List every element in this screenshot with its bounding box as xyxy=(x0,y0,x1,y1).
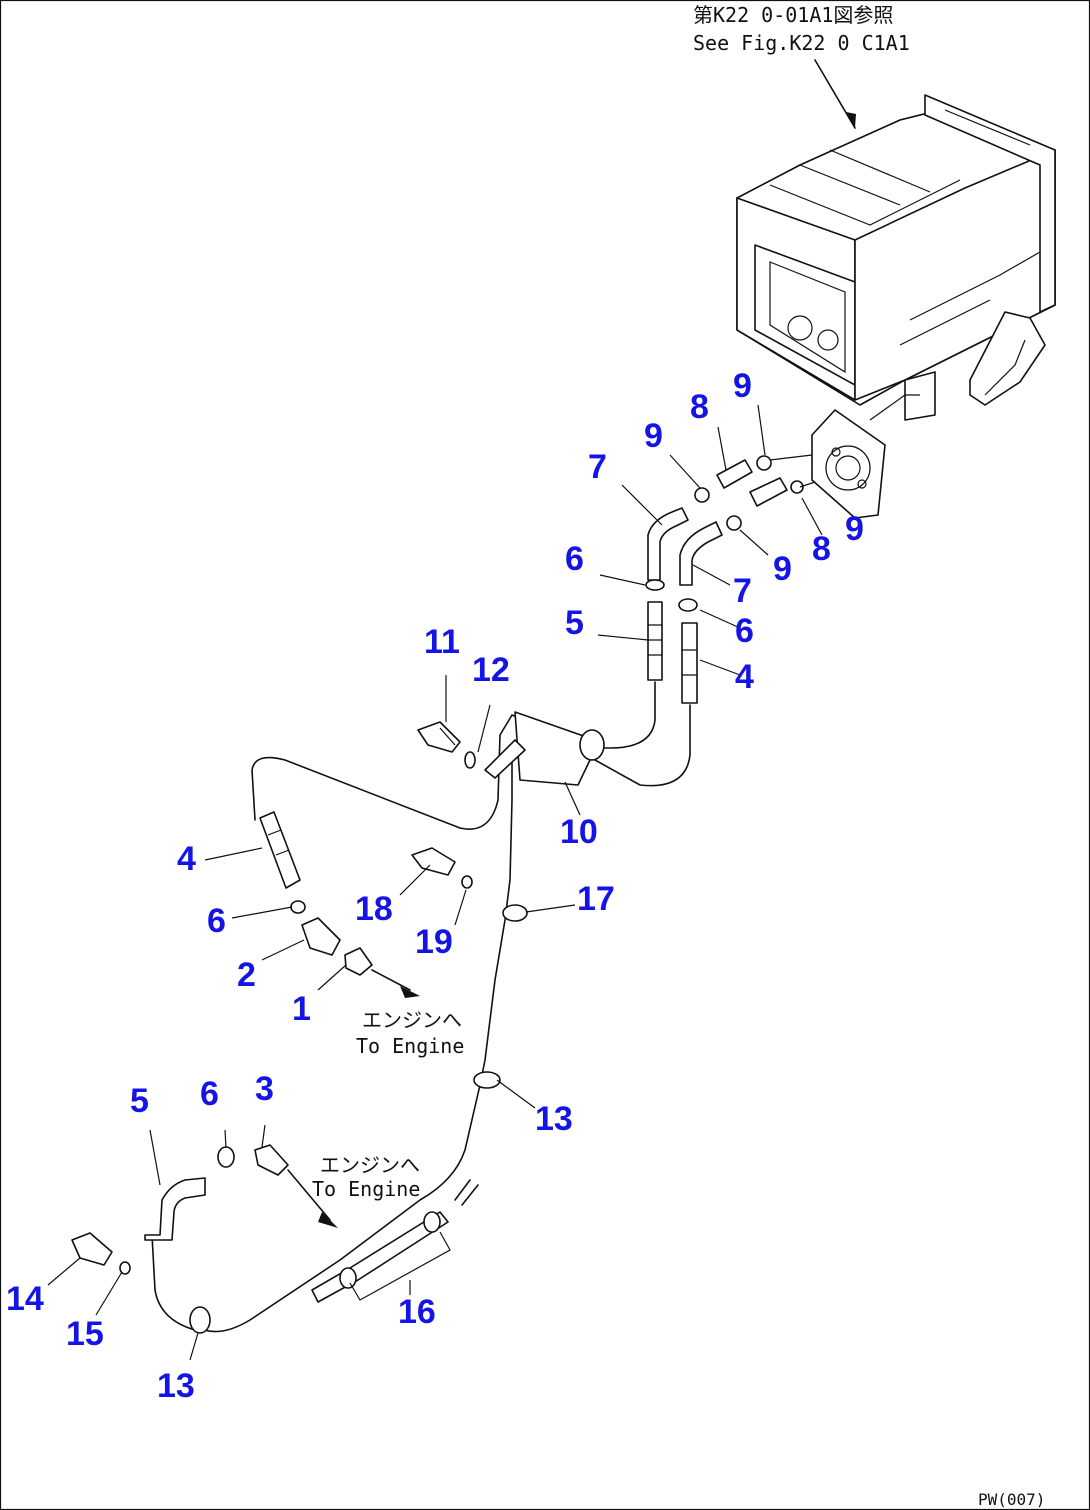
connector-1 xyxy=(344,947,373,976)
callout-6-right: 6 xyxy=(735,612,754,650)
nut-9a xyxy=(694,487,710,503)
engine-leader-1 xyxy=(371,969,411,991)
valve-flange xyxy=(811,394,920,519)
connector-3 xyxy=(254,1144,289,1176)
clamp-6c xyxy=(290,900,306,914)
callout-7-left: 7 xyxy=(588,448,607,486)
callout-6-lower: 6 xyxy=(200,1075,219,1113)
engine-arrowhead-2 xyxy=(318,1212,338,1228)
elbow-hose-7b xyxy=(679,521,723,586)
nut-9d xyxy=(790,480,804,494)
hose-runs xyxy=(151,681,691,1333)
reference-arrowhead xyxy=(846,112,856,128)
elbow-hose-7a xyxy=(647,507,689,581)
destination-jp-1: エンジンへ xyxy=(362,1008,462,1032)
callout-3: 3 xyxy=(255,1070,274,1108)
hose-4-upper xyxy=(681,622,698,704)
clamp-17 xyxy=(502,904,528,922)
callout-leaders xyxy=(47,404,823,1361)
washer-19 xyxy=(461,875,473,889)
callout-18: 18 xyxy=(355,890,393,928)
clamp-13a xyxy=(473,1071,501,1089)
bolt-18 xyxy=(411,847,456,876)
reference-en: See Fig.K22 0 C1A1 xyxy=(693,31,910,55)
clamp-6a xyxy=(645,579,665,591)
reference-leader xyxy=(814,59,856,129)
callout-16: 16 xyxy=(398,1293,436,1331)
callout-19: 19 xyxy=(415,923,453,961)
destination-en-2: To Engine xyxy=(312,1177,420,1201)
callout-12: 12 xyxy=(472,651,510,689)
callout-8-top: 8 xyxy=(690,388,709,426)
callout-13-upper: 13 xyxy=(535,1100,573,1138)
callout-9-right: 9 xyxy=(845,510,864,548)
callout-13-lower: 13 xyxy=(157,1367,195,1405)
callout-10: 10 xyxy=(560,813,598,851)
callout-11: 11 xyxy=(424,623,460,661)
callout-15: 15 xyxy=(66,1315,104,1353)
figure-code: PW(007) xyxy=(978,1490,1045,1509)
callout-17: 17 xyxy=(577,880,615,918)
callout-9-middle: 9 xyxy=(773,550,792,588)
fittings-8-9 xyxy=(694,454,816,531)
callout-9-left: 9 xyxy=(644,417,663,455)
nut-9c xyxy=(726,515,742,531)
destination-jp-2: エンジンへ xyxy=(320,1153,420,1177)
hose-4-lower xyxy=(259,811,301,889)
callout-5-upper: 5 xyxy=(565,604,584,642)
callout-9-top: 9 xyxy=(733,367,752,405)
callout-5-lower: 5 xyxy=(130,1082,149,1120)
bolt-11-washer-12 xyxy=(417,721,476,769)
elbow-2 xyxy=(301,917,341,956)
callout-4-upper: 4 xyxy=(735,658,754,696)
callout-4-lower: 4 xyxy=(177,840,196,878)
heater-unit xyxy=(736,94,1056,421)
clamp-6d xyxy=(217,1146,235,1168)
reference-jp: 第K22 0-01A1図参照 xyxy=(693,3,893,27)
callout-6-lower-left: 6 xyxy=(207,902,226,940)
nut-9b xyxy=(756,455,772,471)
clamp-13b xyxy=(189,1306,211,1334)
hose-5-lower xyxy=(144,1177,206,1241)
callout-7-right: 7 xyxy=(733,572,752,610)
washer-15 xyxy=(119,1261,131,1275)
elbow-hoses-7 xyxy=(647,507,723,586)
engine-leader-2 xyxy=(287,1169,331,1221)
nipple-8b xyxy=(749,477,788,507)
callout-2: 2 xyxy=(237,956,256,994)
bolt-14 xyxy=(71,1232,113,1266)
callout-6-left: 6 xyxy=(565,540,584,578)
engine-arrowhead-1 xyxy=(400,986,420,998)
callout-1: 1 xyxy=(292,990,311,1028)
callout-14: 14 xyxy=(6,1280,44,1318)
hose-5-upper xyxy=(647,601,663,681)
destination-en-1: To Engine xyxy=(356,1034,464,1058)
callout-numbers: 9 8 9 7 9 8 9 6 7 6 5 4 11 12 10 4 6 2 1… xyxy=(6,367,864,1405)
protector-16 xyxy=(311,1211,451,1303)
nipple-8a xyxy=(716,459,753,489)
clamp-6b xyxy=(678,598,698,612)
bracket-10 xyxy=(484,711,605,786)
callout-8-right: 8 xyxy=(812,530,831,568)
